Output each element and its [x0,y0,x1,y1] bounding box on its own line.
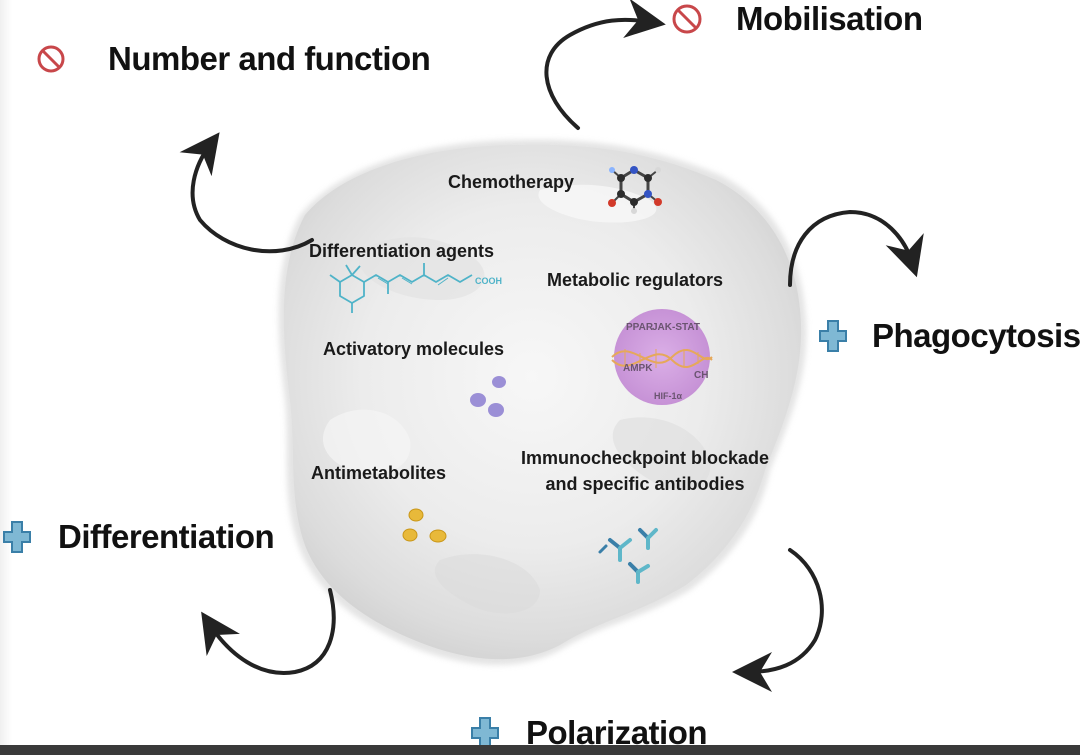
outcome-number-function: Number and function [36,40,431,78]
agent-antimetabolites: Antimetabolites [311,463,447,483]
pathway-label-ch: CH [694,370,709,381]
agent-differentiation-agents: Differentiation agents [309,241,495,261]
antibody-icon-3 [628,562,650,584]
prohibition-icon [37,45,65,73]
pathway-label-jak-stat: JAK-STAT [652,322,700,333]
differentiation-agent-molecule-icon [329,263,473,313]
activatory-molecule-dots [470,376,506,417]
agent-immunocheckpoint: Immunocheckpoint blockade and specific a… [506,445,784,497]
outcome-polarization: Polarization [470,714,708,752]
metabolic-pathway-sphere [611,309,713,405]
pathway-label-ppar: PPAR [626,322,654,333]
cooh-label: COOH [475,276,502,286]
page-edge-shadow [0,0,12,755]
arrow-to-number-function [179,132,314,254]
agent-chemotherapy: Chemotherapy [448,172,575,192]
outcome-label: Mobilisation [736,0,923,37]
arrow-to-polarization [732,548,824,692]
outcome-label: Polarization [526,714,708,751]
plus-icon [3,521,31,553]
outcome-label: Phagocytosis [872,317,1080,354]
outcome-phagocytosis: Phagocytosis [818,317,1080,355]
pathway-label-hif: HIF-1α [654,391,683,401]
agent-metabolic-regulators: Metabolic regulators [547,270,724,290]
outcome-label: Number and function [108,40,431,77]
arrow-to-differentiation [201,588,336,675]
chemotherapy-molecule-icon [608,166,662,214]
arrow-to-phagocytosis [788,209,924,287]
outcome-mobilisation: Mobilisation [670,0,923,38]
prohibition-icon [672,4,702,34]
agent-immunocheckpoint-line1: Immunocheckpoint blockade [520,448,770,468]
screen-bottom-edge [0,745,1080,755]
outcome-label: Differentiation [58,518,275,555]
antibody-icon-1 [598,538,632,562]
cell-body [278,139,807,666]
plus-icon [819,320,847,352]
antibody-icon-2 [638,528,658,550]
outcome-differentiation: Differentiation [2,518,275,556]
agent-immunocheckpoint-line2: and specific antibodies [545,474,745,494]
pathway-label-ampk: AMPK [623,363,653,374]
arrow-to-mobilisation [544,0,666,130]
antimetabolite-dots [402,508,447,543]
agent-activatory-molecules: Activatory molecules [323,339,505,359]
